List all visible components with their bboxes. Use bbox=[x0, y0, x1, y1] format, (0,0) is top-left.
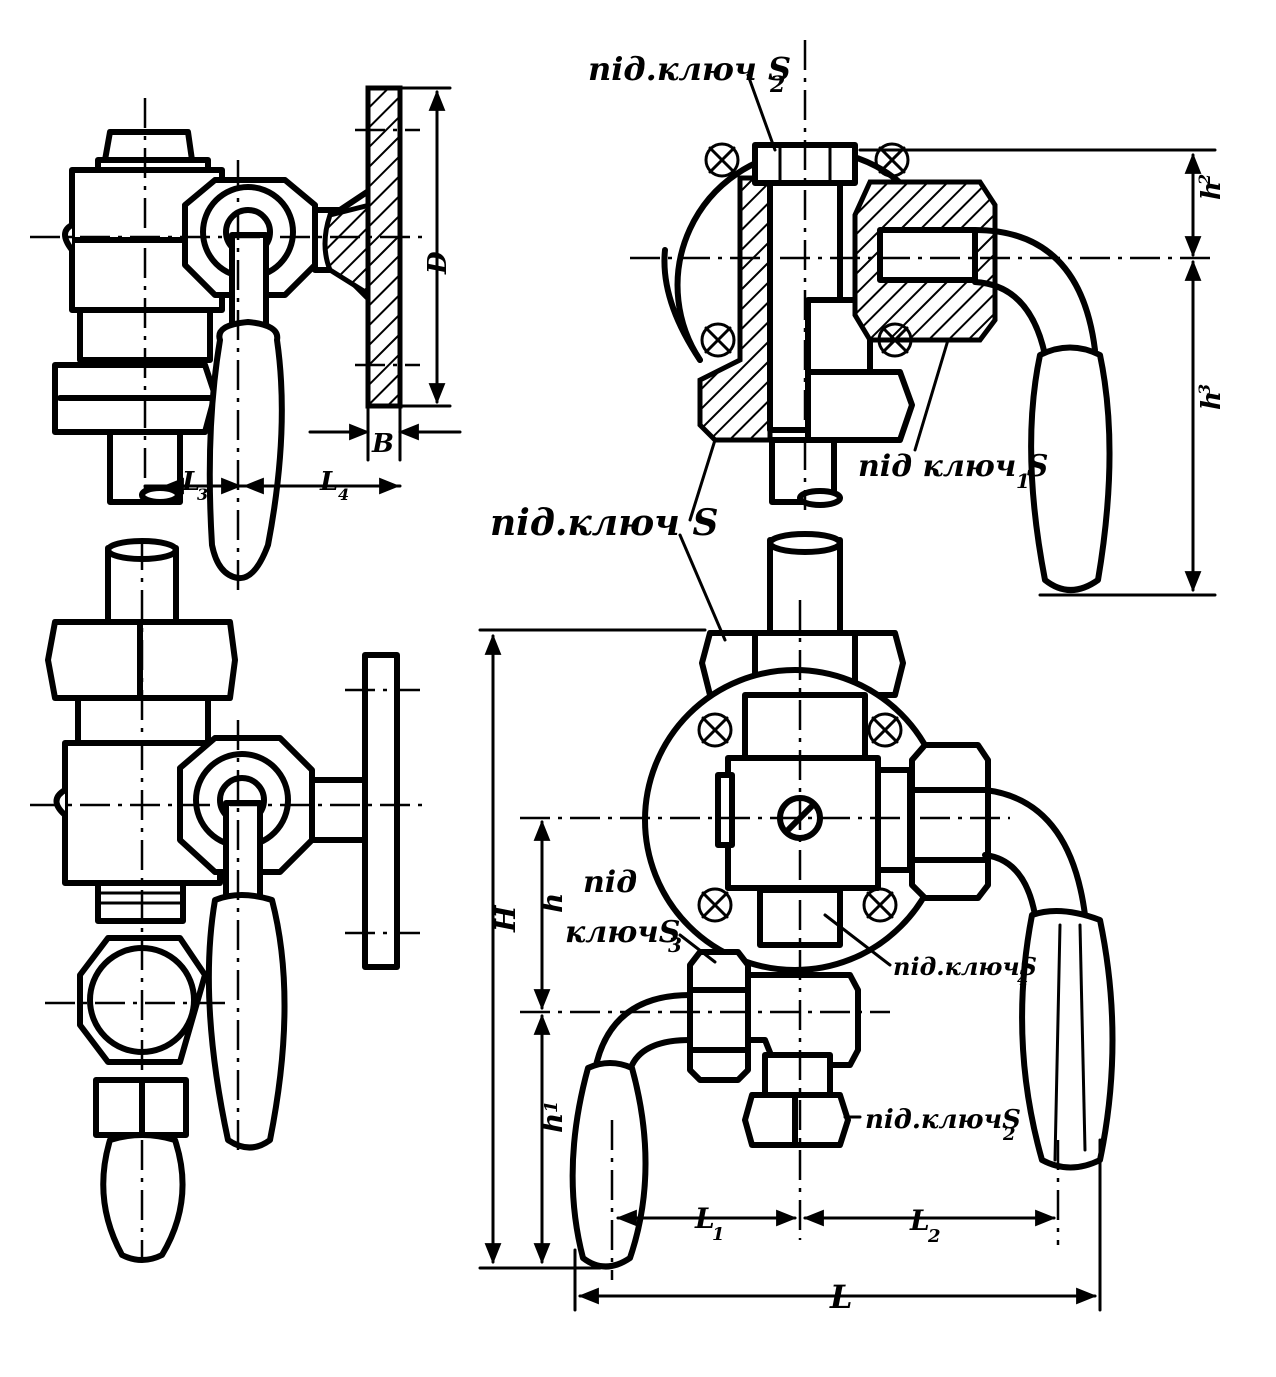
dim-l1: L bbox=[694, 1202, 715, 1235]
bolt-marks-top bbox=[700, 142, 913, 358]
dim-h: h bbox=[536, 893, 569, 913]
view-bottom-left bbox=[30, 538, 430, 1263]
dim-h2: h bbox=[1197, 181, 1227, 200]
label-wrench-s1: під ключ S bbox=[858, 449, 1048, 484]
dim-l1-sub: 1 bbox=[712, 1224, 725, 1245]
label-wrench-s3-line2: ключS bbox=[565, 915, 680, 950]
label-wrench-s4: під.ключS bbox=[893, 952, 1037, 981]
dim-h1: h bbox=[536, 1113, 569, 1133]
dim-h3: h bbox=[1197, 391, 1227, 410]
label-wrench-s: під.ключ S bbox=[490, 502, 718, 544]
dim-h2-sub: 2 bbox=[1195, 174, 1214, 186]
label-wrench-s2-top: під.ключ S bbox=[588, 50, 791, 88]
dim-l2: L bbox=[909, 1204, 930, 1237]
label-wrench-s2-top-sub: 2 bbox=[769, 72, 785, 98]
dim-l4: L bbox=[319, 467, 338, 497]
label-wrench-s1-sub: 1 bbox=[1016, 469, 1030, 493]
dim-h1-sub: 1 bbox=[541, 1100, 562, 1113]
dim-l4-sub: 4 bbox=[338, 485, 349, 504]
view-bottom-right-front bbox=[478, 531, 1116, 1312]
label-wrench-s2-bottom-sub: 2 bbox=[1002, 1124, 1016, 1145]
annotation-labels: під.ключ S 2 під ключ S 1 під.ключ S під… bbox=[490, 50, 1048, 1145]
label-wrench-s3-sub: 3 bbox=[668, 933, 682, 957]
dim-b: B bbox=[371, 429, 394, 459]
dim-big-h: H bbox=[489, 904, 522, 933]
dim-l2-sub: 2 bbox=[927, 1226, 941, 1247]
label-wrench-s2-bottom: під.ключS bbox=[865, 1105, 1021, 1135]
dim-d: D bbox=[423, 251, 453, 275]
dim-l3: L bbox=[181, 467, 200, 497]
label-wrench-s4-sub: 4 bbox=[1017, 970, 1028, 989]
dim-h3-sub: 3 bbox=[1195, 384, 1214, 395]
view-top-left bbox=[30, 85, 462, 590]
dim-big-l: L bbox=[829, 1278, 853, 1316]
label-wrench-s3-line1: під bbox=[583, 865, 637, 900]
view-top-right-section bbox=[630, 40, 1217, 597]
bolt-marks-bottom bbox=[697, 712, 903, 923]
dimension-labels: D B L 3 L 4 h 2 h 3 H h h 1 L 1 L 2 L bbox=[181, 174, 1227, 1316]
dim-l3-sub: 3 bbox=[197, 485, 208, 504]
